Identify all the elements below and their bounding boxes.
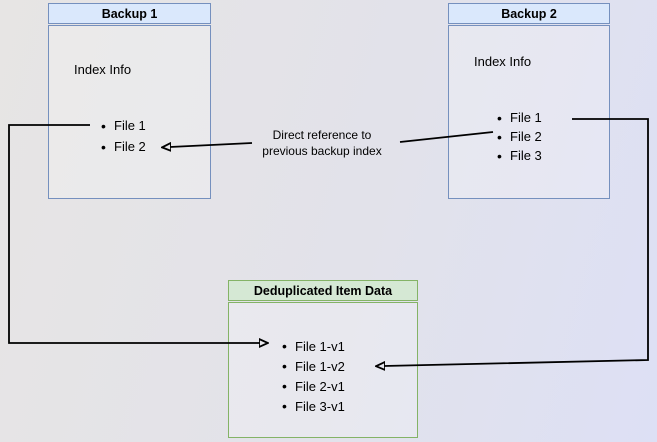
dedup-file-3v1: File 3-v1 <box>295 398 345 414</box>
backup2-file-list: File 1 File 2 File 3 <box>493 108 542 165</box>
backup1-title-bar: Backup 1 <box>48 3 211 24</box>
list-item: File 1 <box>493 108 542 127</box>
list-item: File 3 <box>493 146 542 165</box>
direct-reference-label: Direct reference to previous backup inde… <box>232 127 412 159</box>
backup2-title-bar: Backup 2 <box>448 3 610 24</box>
backup2-title: Backup 2 <box>501 6 557 21</box>
dedup-file-2v1: File 2-v1 <box>295 378 345 394</box>
list-item: File 3-v1 <box>278 396 345 416</box>
backup1-file-list: File 1 File 2 <box>97 115 146 157</box>
backup2-file-1: File 1 <box>510 110 542 125</box>
list-item: File 1-v1 <box>278 336 345 356</box>
list-item: File 1 <box>97 115 146 136</box>
direct-reference-label-line2: previous backup index <box>262 144 382 158</box>
dedup-title: Deduplicated Item Data <box>253 283 393 298</box>
list-item: File 2-v1 <box>278 376 345 396</box>
backup2-index-info-label: Index Info <box>474 54 532 69</box>
backup1-file-1: File 1 <box>114 118 146 133</box>
direct-reference-label-line1: Direct reference to <box>272 128 372 142</box>
backup2-file-2: File 2 <box>510 129 542 144</box>
list-item: File 1-v2 <box>278 356 345 376</box>
dedup-file-1v1: File 1-v1 <box>295 338 345 354</box>
dedup-file-list: File 1-v1 File 1-v2 File 2-v1 File 3-v1 <box>278 336 345 416</box>
backup1-body <box>48 25 211 199</box>
list-item: File 2 <box>97 136 146 157</box>
backup1-title: Backup 1 <box>101 6 158 21</box>
backup1-file-2: File 2 <box>114 139 146 154</box>
backup1-index-info-label: Index Info <box>74 62 132 77</box>
list-item: File 2 <box>493 127 542 146</box>
dedup-file-1v2: File 1-v2 <box>295 358 345 374</box>
backup2-file-3: File 3 <box>510 148 542 163</box>
dedup-title-bar: Deduplicated Item Data <box>228 280 418 301</box>
